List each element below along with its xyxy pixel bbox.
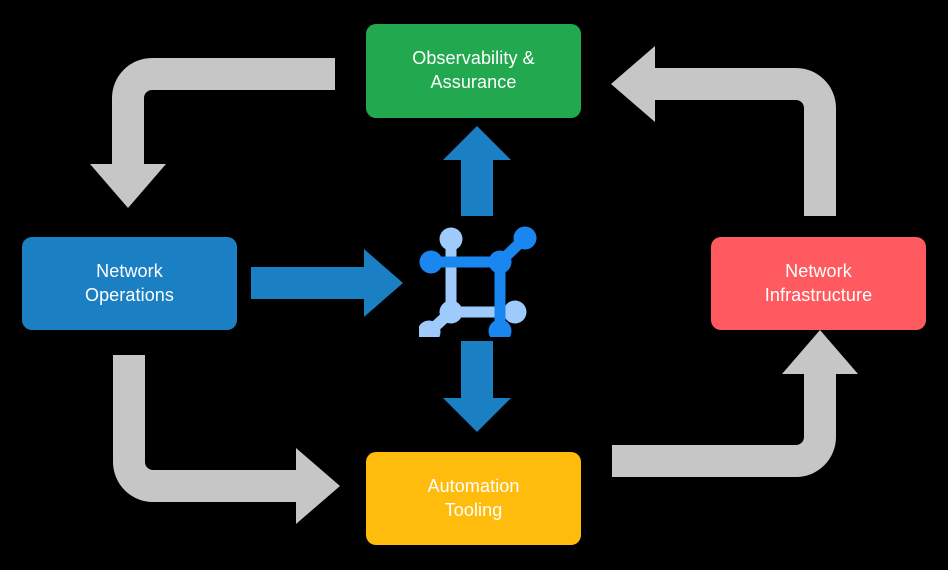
node-observability-label: Observability & Assurance [412, 48, 535, 92]
node-infrastructure-label: Network Infrastructure [764, 260, 873, 305]
blue-arrow-center-to-automation [443, 341, 511, 432]
network-icon-back-nodes [419, 227, 527, 337]
network-topology-icon [419, 219, 537, 337]
gray-arrow-observability-to-operations [90, 58, 335, 208]
node-network-operations[interactable]: Network Operations [22, 237, 237, 330]
blue-arrow-operations-to-center [251, 249, 403, 317]
node-observability-assurance[interactable]: Observability & Assurance [366, 24, 581, 118]
gray-arrow-operations-to-automation [113, 355, 340, 524]
blue-arrow-center-to-observability [443, 126, 511, 216]
node-automation-label: Automation Tooling [427, 475, 520, 520]
gray-arrow-automation-to-infrastructure [612, 330, 858, 477]
node-automation-tooling[interactable]: Automation Tooling [366, 452, 581, 545]
network-icon-front-nodes [419, 226, 537, 337]
gray-arrow-infrastructure-to-observability [611, 46, 836, 216]
node-network-infrastructure[interactable]: Network Infrastructure [711, 237, 926, 330]
node-operations-label: Network Operations [84, 260, 175, 305]
